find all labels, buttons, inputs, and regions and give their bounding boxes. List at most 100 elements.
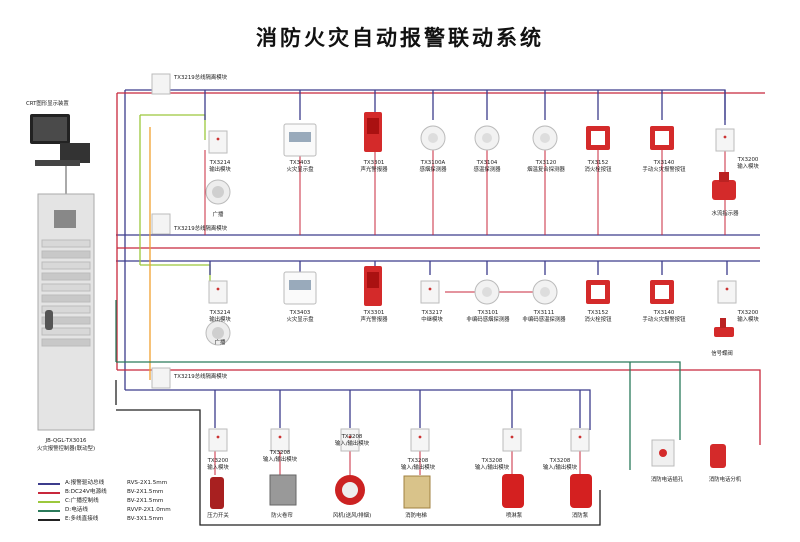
fan-hub [342,482,358,498]
legend-swatch [38,500,60,503]
alarm-strobe-lens [367,118,379,134]
detector-core [540,133,550,143]
sprinkler-pump [502,474,524,508]
flow-indicator-head [719,172,729,182]
speaker-cone [212,186,224,198]
alarm-button-face [591,131,605,145]
legend-spec: RVS-2X1.5mm [127,480,168,486]
controller-panel [41,305,91,314]
detector-core [482,287,492,297]
controller-microphone [45,310,53,330]
legend-spec: BV-3X1.5mm [127,516,164,522]
row1-name-6: 烟温复合探测器 [527,167,565,173]
row2-name-8: 手动火灾报警按钮 [642,317,686,323]
row3-device-3: 风机(送风/排烟) [332,513,372,519]
relay-module [420,280,440,304]
isolator-label-1: TX3219总线隔离模块 [174,75,228,81]
bus-wire-top [125,89,726,125]
legend-swatch [38,491,60,494]
legend-name: C:广播控制线 [65,498,99,504]
row2-name-9: 输入模块 [737,317,759,323]
row3-name-5: 输入/输出模块 [474,465,510,471]
module [208,428,228,452]
row1-name-3: 声光警报器 [360,167,388,173]
legend-swatch [38,482,60,485]
display-screen [289,280,311,290]
alarm-button-face [591,285,605,299]
module-led [418,435,422,439]
row3-device-6: 消防泵 [571,513,589,519]
row3-model-3: TX3208 [341,434,363,440]
module [570,428,590,452]
crt-computer [60,143,90,163]
legend-spec: BV-2X1.5mm [127,489,164,495]
row2-model-9: TX3200 [737,310,759,316]
row2-model-2: TX3403 [289,310,311,316]
fire-pump [570,474,592,508]
module-led [216,435,220,439]
row3-name-2: 输入/输出模块 [262,457,298,463]
controller-panel [41,261,91,270]
row3-name-3: 输入/输出模块 [334,441,370,447]
speaker-label-2: 广播 [214,340,226,346]
row3-name-4: 输入/输出模块 [400,465,436,471]
detector-core [428,133,438,143]
row3-model-5: TX3208 [481,458,503,464]
row2-model-1: TX3214 [209,310,231,316]
module [715,128,735,152]
row1-model-5: TX3104 [476,160,498,166]
module [208,130,228,154]
row1-model-3: TX3301 [363,160,385,166]
isolator-label-3: TX3219总线隔离模块 [174,374,228,380]
isolator-module [151,73,171,95]
module [340,428,360,452]
legend-name: D:电话线 [65,507,88,513]
page-title: 消防火灾自动报警联动系统 [256,26,544,50]
flow-indicator [712,180,736,200]
legend-item: B:DC24V电源线 BV-2X1.5mm [38,488,197,497]
direct-wire [116,409,601,526]
fire-shutter [269,474,297,506]
devices [30,73,737,509]
row2-name-4: 中继模块 [421,317,443,323]
isolator-module [151,367,171,389]
speaker-label-1: 广播 [212,212,224,218]
module-led [725,287,729,291]
row3-device-1: 压力开关 [207,513,229,519]
row2-model-4: TX3217 [421,310,443,316]
controller-panel [41,338,91,347]
legend-swatch [38,509,60,512]
module-led [216,137,220,141]
row3-model-4: TX3208 [407,458,429,464]
module [208,280,228,304]
pressure-switch [210,477,224,509]
row2-model-3: TX3301 [363,310,385,316]
controller-panel [41,239,91,248]
row1-name-2: 火灾显示盘 [286,167,314,173]
row1-name-7: 消火栓按钮 [584,167,612,173]
legend-swatch [38,518,60,521]
signal-valve [714,327,734,337]
row1-model-4: TX3100A [420,160,446,166]
fire-elevator [403,475,431,509]
display-screen [289,132,311,142]
row2-name-7: 消火栓按钮 [584,317,612,323]
row3-model-1: TX3200 [207,458,229,464]
row2-model-6: TX3111 [533,310,555,316]
row1-name-5: 感温探测器 [473,167,501,173]
phone-handset-label: 消防电话分机 [708,477,742,483]
legend-name: B:DC24V电源线 [65,489,107,495]
controller-name: 火灾报警控制器(联动型) [36,446,96,452]
row2-name-5: 非编码感烟探测器 [466,317,510,323]
row2-name-3: 声光警报器 [360,317,388,323]
detector-core [482,133,492,143]
speaker-cone [212,327,224,339]
module-led [348,435,352,439]
row1-name-9: 输入模块 [737,164,759,170]
module-led [428,287,432,291]
detector-core [540,287,550,297]
